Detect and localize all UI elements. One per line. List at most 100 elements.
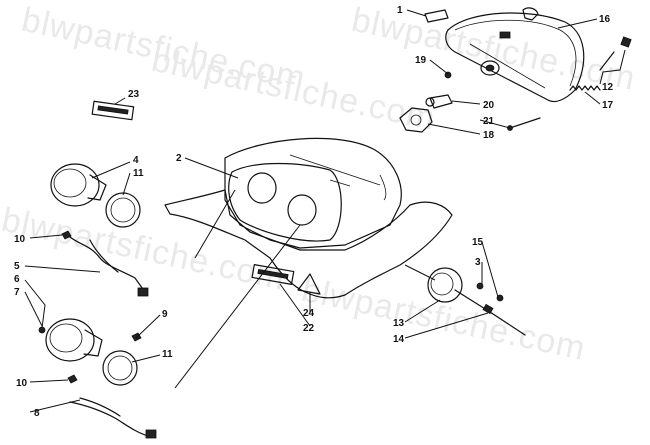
assembly-line-upper: [194, 189, 236, 259]
callout-8: 8: [34, 408, 40, 419]
upper-gauge-back: [87, 174, 107, 201]
decal-24: [297, 273, 321, 295]
lower-gauge-face: [49, 323, 83, 353]
callout-12: 12: [602, 82, 614, 93]
watermark-2: blwpartsfiche.com: [148, 41, 439, 138]
gauge-hole-right: [287, 194, 317, 226]
callout-19: 19: [415, 55, 427, 66]
leader-11a: [122, 172, 131, 196]
callout-15: 15: [472, 237, 484, 248]
leader-13: [404, 299, 441, 323]
callout-23: 23: [128, 89, 140, 100]
lower-harness-wire: [79, 397, 121, 417]
leader-22: [279, 283, 311, 327]
right-gauge-face: [430, 272, 454, 296]
callout-10-lower: 10: [16, 378, 28, 389]
lower-gauge-ring: [102, 350, 138, 386]
callout-11-lower: 11: [162, 349, 173, 360]
adjuster-screw: [599, 51, 615, 71]
leader-14: [404, 312, 489, 339]
callout-4: 4: [133, 155, 139, 166]
console-vent: [379, 174, 387, 201]
watermark-3: blwpartsfiche.com: [0, 201, 289, 298]
bulb-10-upper: [61, 230, 72, 240]
leader-18: [427, 123, 481, 135]
leader-10a: [29, 234, 63, 239]
leader-7: [24, 291, 43, 327]
decal-23: [91, 100, 135, 121]
adjuster-knob: [522, 7, 539, 21]
leader-lines: [24, 9, 626, 413]
leader-17: [584, 91, 601, 105]
upper-gauge: [50, 163, 141, 228]
bulb-glass: [425, 97, 435, 107]
callout-6: 6: [14, 274, 20, 285]
bulb-socket: [480, 60, 500, 76]
callout-11-upper: 11: [133, 168, 144, 179]
leader-4: [91, 161, 131, 179]
leader-21: [479, 119, 511, 129]
leader-19: [429, 59, 449, 75]
callout-13: 13: [393, 318, 405, 329]
leader-16: [557, 18, 598, 29]
lower-gauge: [38, 318, 142, 386]
lower-gauge-body: [45, 318, 95, 362]
decal-22: [251, 264, 295, 285]
leader-9: [135, 314, 161, 339]
upper-harness-wire: [89, 239, 119, 273]
callout-5: 5: [14, 261, 20, 272]
leader-10b: [29, 379, 69, 383]
headlight-housing: [445, 12, 585, 103]
upper-gauge-body: [50, 163, 100, 207]
decal-22-print: [257, 268, 289, 280]
assembly-line-lower: [174, 224, 301, 389]
leader-15: [481, 241, 499, 298]
callout-22: 22: [303, 323, 315, 334]
screw-15: [496, 294, 504, 302]
gauge-bezel: [228, 162, 342, 242]
adjuster-nut: [620, 36, 632, 48]
lower-gauge-back: [83, 329, 103, 357]
leader-8: [29, 399, 81, 413]
callout-16: 16: [599, 14, 611, 25]
callout-18: 18: [483, 130, 495, 141]
console-hood: [164, 137, 453, 299]
upper-gauge-ring-inner: [110, 197, 136, 223]
callout-24: 24: [303, 308, 315, 319]
speedo-cable: [489, 311, 526, 336]
upper-gauge-face: [53, 168, 87, 198]
leader-5: [24, 265, 101, 273]
decal-23-print: [97, 105, 129, 115]
housing-clip: [499, 31, 511, 39]
callout-numbers: 1 16 19 12 20 21 17 18 23 2 4 11 10 5 6 …: [14, 5, 614, 419]
washer-3: [476, 282, 484, 290]
callout-10-upper: 10: [14, 234, 26, 245]
upper-gauge-ring: [105, 192, 141, 228]
adjuster-spring: [569, 85, 601, 91]
console-body: [224, 137, 402, 249]
watermark-5: blwpartsfiche.com: [348, 1, 639, 98]
right-gauge-body: [427, 267, 463, 303]
callout-9: 9: [162, 309, 168, 320]
console-ridge: [289, 154, 381, 186]
leader-12: [599, 49, 626, 85]
hood-panel: [164, 189, 453, 299]
retaining-ring-hole: [410, 114, 422, 126]
leader-6: [24, 279, 46, 329]
gauge-hole-left: [247, 172, 277, 204]
upper-harness: [69, 236, 146, 293]
leader-23: [114, 97, 126, 105]
leader-1: [406, 9, 427, 17]
assembly-line-right: [404, 264, 436, 281]
lower-gauge-ring-inner: [107, 355, 133, 381]
lower-harness-connector: [145, 429, 157, 439]
watermark-4: blwpartsfiche.com: [298, 271, 589, 368]
screw-19: [444, 71, 452, 79]
leader-20: [451, 100, 481, 105]
upper-harness-connector: [137, 287, 149, 297]
bulb-10-lower: [67, 374, 78, 384]
callout-20: 20: [483, 100, 495, 111]
bulb-socket-center: [485, 64, 495, 72]
